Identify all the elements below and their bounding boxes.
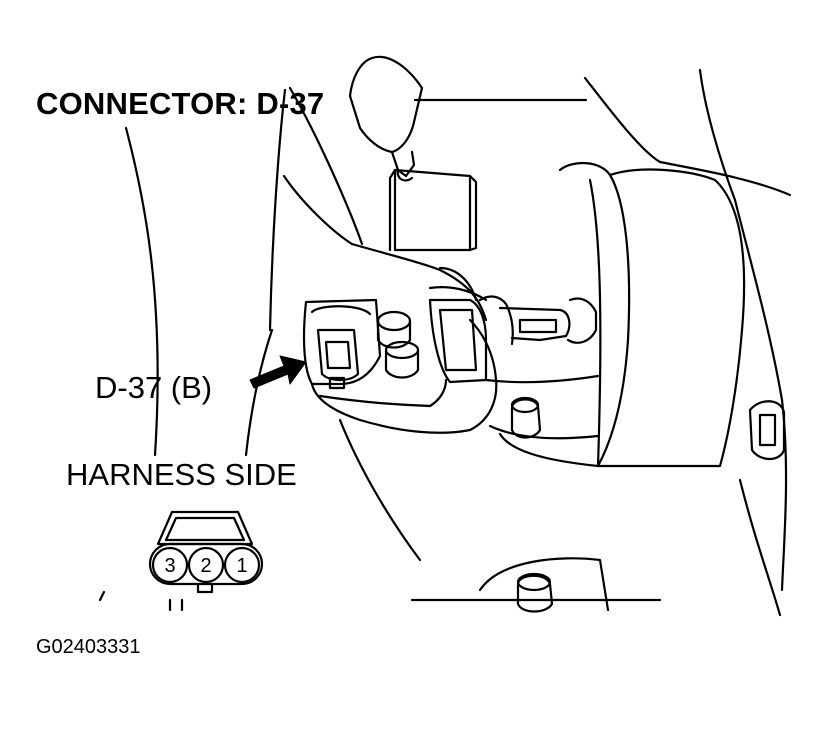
pin-1: 1 <box>223 546 261 584</box>
mount-bolt <box>748 400 786 461</box>
mount-bolt-head <box>758 413 777 447</box>
connector-housing <box>302 298 382 386</box>
strut-outline <box>558 162 746 468</box>
connector-face-body <box>156 510 254 546</box>
connector-right <box>428 298 488 384</box>
hand <box>310 318 498 434</box>
pin-1-number: 1 <box>236 555 247 577</box>
lower-bolt <box>510 398 542 439</box>
connector-callout-label: D-37 (B) <box>95 370 213 405</box>
pin-3: 3 <box>151 546 189 584</box>
leader-harness <box>124 126 159 457</box>
pin-3-number: 3 <box>164 555 175 577</box>
diagram-title: CONNECTOR: D-37 <box>36 86 325 121</box>
pin-2: 2 <box>187 546 225 584</box>
connector-face <box>148 510 264 594</box>
body-panel <box>583 76 792 197</box>
strut-inner <box>588 178 602 468</box>
body-panel-edge <box>698 68 788 592</box>
lower-bolt-2 <box>516 574 554 613</box>
connector-latch <box>310 305 372 316</box>
pin-2-number: 2 <box>200 555 211 577</box>
figure-id: G02403331 <box>36 636 141 658</box>
callout-arrow <box>249 355 307 389</box>
shroud <box>268 88 287 332</box>
harness-side-label: HARNESS SIDE <box>66 457 297 492</box>
connector-plug <box>316 328 360 382</box>
